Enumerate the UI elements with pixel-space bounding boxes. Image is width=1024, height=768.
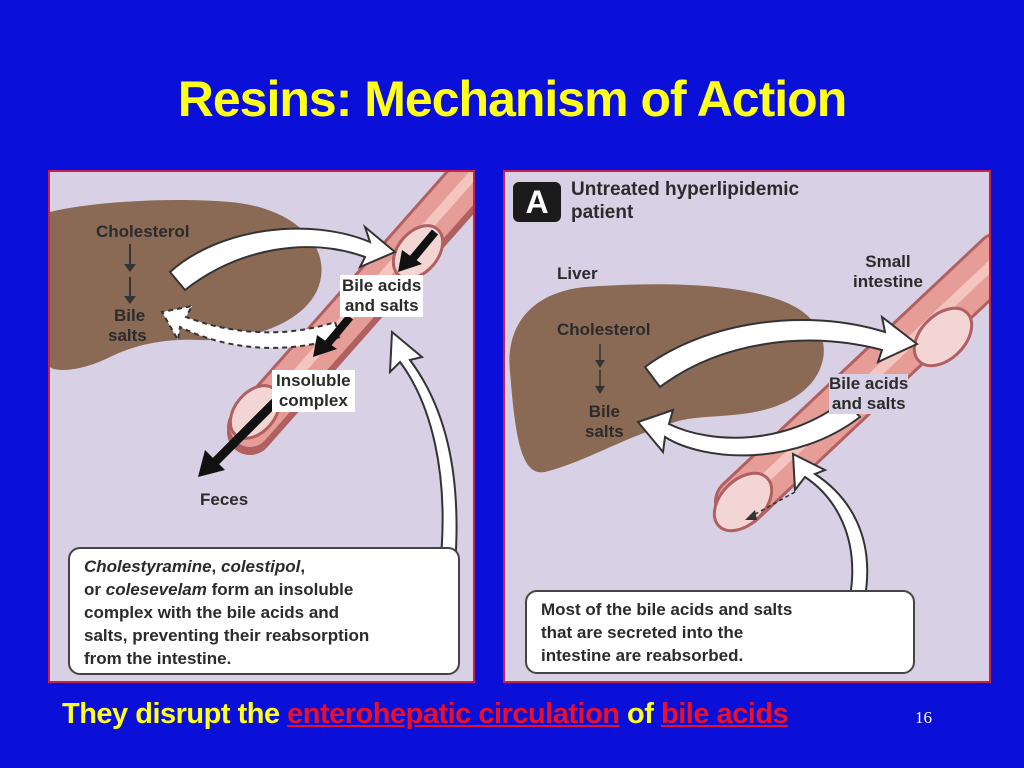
liver-label: Liver (557, 264, 598, 283)
small-intestine-label: Small intestine (853, 252, 923, 291)
cholesterol-label: Cholesterol (557, 320, 651, 339)
resin-caption: Cholestyramine, colestipol, or colesevel… (68, 547, 460, 675)
caption-pointer-arrow (791, 452, 869, 598)
reabsorption-arrow (636, 398, 862, 457)
summary-footer: They disrupt the enterohepatic circulati… (62, 698, 789, 730)
drug-pointer-arrow (388, 329, 458, 568)
bile-salts-label-2: salts (108, 326, 147, 345)
secretion-arrow (643, 314, 919, 389)
page-number: 16 (915, 708, 932, 727)
feces-label: Feces (200, 490, 249, 509)
enterohepatic-link[interactable]: enterohepatic circulation (287, 698, 620, 730)
bile-salts-label: Bile salts (585, 402, 624, 441)
bile-acids-link[interactable]: bile acids (661, 698, 789, 730)
panel-badge: A (513, 182, 561, 222)
slide-title: Resins: Mechanism of Action (177, 71, 847, 127)
secretion-arrow (168, 223, 397, 292)
untreated-caption: Most of the bile acids and salts that ar… (525, 590, 915, 674)
panel-heading: Untreated hyperlipidemic patient (571, 179, 800, 223)
blocked-return-arrow (160, 304, 342, 349)
untreated-diagram: A Untreated hyperlipidemic patient Liver… (503, 170, 991, 683)
bile-salts-label-1: Bile (114, 306, 146, 325)
resin-treated-diagram: Cholesterol Bile salts Bile acids and sa… (48, 170, 475, 683)
insoluble-complex-label: Insoluble complex (272, 370, 355, 412)
bile-acids-label: Bile acids and salts (340, 275, 424, 317)
bile-acids-label: Bile acids and salts (829, 374, 909, 414)
cholesterol-label: Cholesterol (96, 222, 190, 241)
